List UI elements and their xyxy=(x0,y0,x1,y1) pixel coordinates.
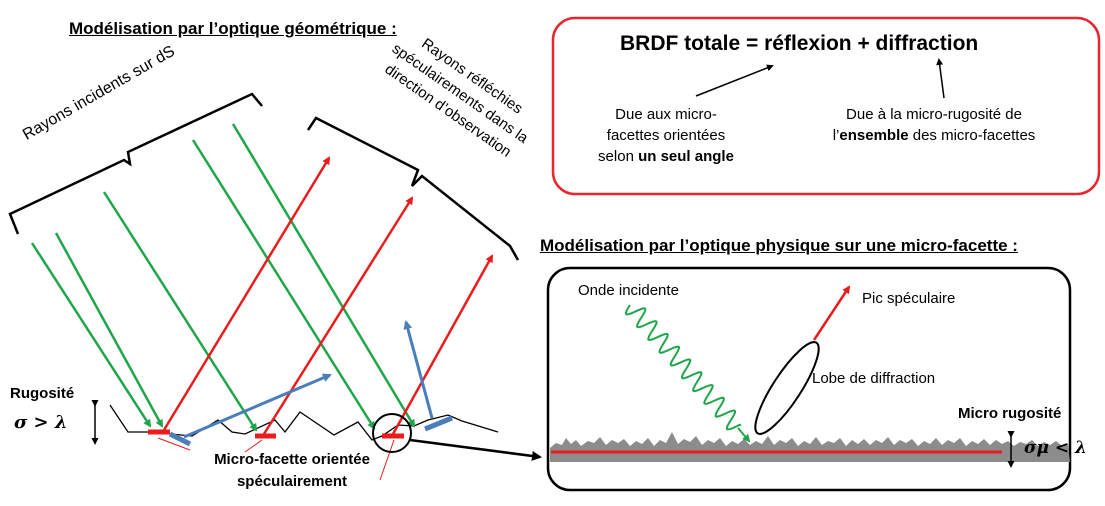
note-text: des micro-facettes xyxy=(908,127,1036,144)
diffuse-rays xyxy=(183,320,434,439)
incident-wave-arrow xyxy=(737,427,751,443)
roughness-label: Rugosité xyxy=(10,385,75,402)
specular-ray xyxy=(391,254,494,435)
incident-bracket xyxy=(8,92,263,235)
reflected-bracket xyxy=(306,116,520,261)
arrow-note-to-reflexion xyxy=(695,64,774,97)
physical-frame xyxy=(546,266,1072,492)
specular-ray xyxy=(262,196,414,435)
facet-label: Micro-facette orientée spéculairement xyxy=(172,449,412,493)
brdf-equation: BRDF totale = réflexion + diffraction xyxy=(620,32,979,55)
facet-label-line: spéculairement xyxy=(236,473,348,490)
diffuse-ray xyxy=(403,320,434,419)
incident-ray xyxy=(54,232,164,428)
note-text: l’ xyxy=(832,127,840,144)
note-reflexion-line: Due aux micro- xyxy=(615,106,717,123)
facet-pointer xyxy=(379,439,395,481)
micro-roughness-label: Micro rugosité xyxy=(958,405,1062,422)
diffraction-lobe xyxy=(754,341,820,435)
note-bold-text: un seul angle xyxy=(638,148,734,165)
micro-roughness-profile xyxy=(550,432,1070,462)
incident-wave-label: Onde incidente xyxy=(578,282,679,299)
facet-pointer xyxy=(157,437,191,451)
incident-ray xyxy=(231,123,416,428)
zoom-circle xyxy=(372,413,412,453)
note-bold-text: ensemble xyxy=(839,127,909,144)
incident-rays xyxy=(30,123,416,432)
incident-wave xyxy=(624,304,742,431)
roughness-relation: σ > λ xyxy=(14,412,68,433)
note-reflexion-line: facettes orientées xyxy=(606,127,726,144)
specular-rays xyxy=(162,156,494,435)
note-reflexion-line: selon un seul angle xyxy=(568,146,764,167)
blue-facet xyxy=(168,431,192,447)
brdf-frame xyxy=(551,16,1101,196)
geometric-title: Modélisation par l’optique géométrique : xyxy=(69,19,397,38)
note-text: selon xyxy=(598,148,639,165)
note-reflexion: Due aux micro- facettes orientées selon … xyxy=(568,104,764,167)
zoom-arrow xyxy=(409,438,542,461)
note-diffraction-line: l’ensemble des micro-facettes xyxy=(804,125,1064,146)
physical-title: Modélisation par l’optique physique sur … xyxy=(540,236,1018,255)
facet-label-line: Micro-facette orientée xyxy=(214,451,370,468)
incident-ray xyxy=(102,191,258,432)
note-diffraction: Due à la micro-rugosité de l’ensemble de… xyxy=(804,104,1064,146)
micro-roughness-relation: σμ < λ xyxy=(1024,438,1087,458)
facet-pointer xyxy=(244,439,263,453)
specular-peak-arrow xyxy=(812,285,851,341)
arrow-note-to-diffraction xyxy=(936,58,945,99)
note-diffraction-line: Due à la micro-rugosité de xyxy=(846,106,1022,123)
incident-ray xyxy=(191,139,376,430)
specular-ray xyxy=(162,156,331,431)
diffuse-ray xyxy=(183,373,332,439)
diffraction-lobe-label: Lobe de diffraction xyxy=(812,370,936,387)
specular-peak-label: Pic spéculaire xyxy=(862,290,956,307)
blue-facet xyxy=(424,415,453,432)
incident-ray xyxy=(30,242,152,428)
